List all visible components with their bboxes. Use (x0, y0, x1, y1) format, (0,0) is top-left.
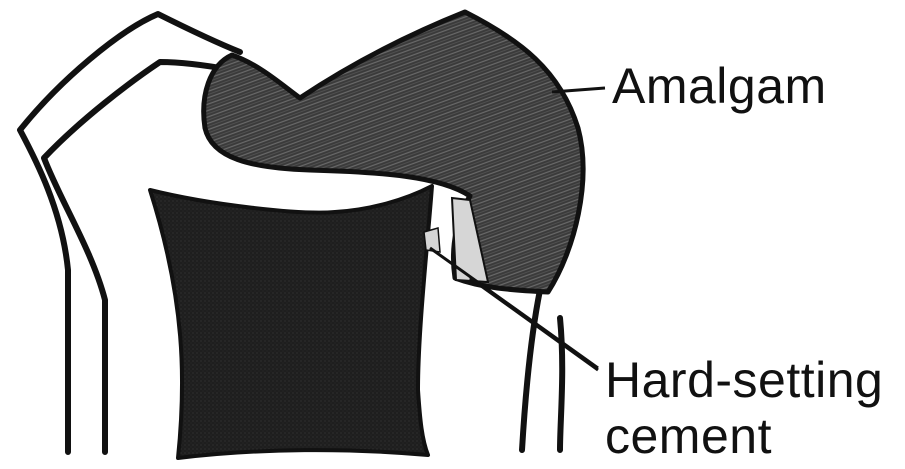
right-wall-outer-line (560, 318, 562, 450)
cement-label-line1: Hard-setting (605, 352, 883, 408)
cement-label-line2: cement (605, 408, 883, 464)
tooth-core (150, 186, 432, 458)
cement-label: Hard-setting cement (605, 352, 883, 464)
amalgam-label: Amalgam (612, 58, 827, 114)
